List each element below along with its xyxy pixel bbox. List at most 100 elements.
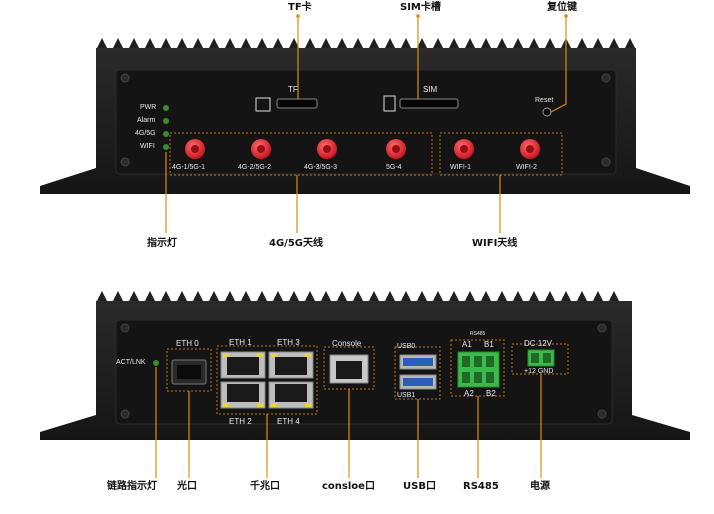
- heatsink-fin: [96, 38, 108, 50]
- heatsink-fin: [480, 291, 492, 303]
- screw-icon: [601, 157, 611, 167]
- heatsink-fin: [144, 291, 156, 303]
- led-alarm: [163, 118, 169, 124]
- heatsink-fin: [208, 291, 220, 303]
- heatsink-fin: [352, 38, 364, 50]
- reset-button[interactable]: [542, 107, 552, 117]
- antenna-label: 5G-4: [386, 164, 402, 171]
- screw-icon: [601, 73, 611, 83]
- callout-tf: TF卡: [288, 2, 312, 13]
- heatsink-fin: [192, 291, 204, 303]
- heatsink-fin: [112, 38, 124, 50]
- callout-lines-bottom: [155, 367, 542, 478]
- led-pwr: [163, 105, 169, 111]
- antenna-label: WIFI-1: [450, 164, 471, 171]
- console-port[interactable]: [329, 354, 369, 384]
- heatsink-fin: [144, 38, 156, 50]
- antenna-connector[interactable]: [454, 139, 474, 159]
- heatsink-fins-top: [96, 38, 636, 50]
- callout-link-led: 链路指示灯: [107, 481, 157, 492]
- heatsink-fin: [336, 38, 348, 50]
- led-label-4g5g: 4G/5G: [135, 130, 156, 137]
- heatsink-fin: [448, 291, 460, 303]
- rs485-terminal[interactable]: [457, 351, 500, 388]
- heatsink-fins-bottom: [96, 291, 620, 303]
- heatsink-fin: [544, 291, 556, 303]
- heatsink-fin: [368, 291, 380, 303]
- heatsink-fin: [368, 38, 380, 50]
- sim-slot[interactable]: [383, 95, 459, 112]
- antenna-connector[interactable]: [185, 139, 205, 159]
- led-4g5g: [163, 131, 169, 137]
- callout-power: 电源: [530, 481, 550, 492]
- eth1-port[interactable]: [220, 351, 266, 379]
- screw-icon: [597, 323, 607, 333]
- heatsink-fin: [384, 291, 396, 303]
- heatsink-fin: [464, 291, 476, 303]
- heatsink-fin: [320, 291, 332, 303]
- led-label-wifi: WIFI: [140, 143, 155, 150]
- callout-antenna-wifi: WIFI天线: [472, 238, 518, 249]
- heatsink-fin: [512, 291, 524, 303]
- heatsink-fin: [528, 291, 540, 303]
- heatsink-fin: [608, 291, 620, 303]
- heatsink-fin: [160, 291, 172, 303]
- heatsink-fin: [256, 38, 268, 50]
- tf-slot-opening[interactable]: [276, 98, 318, 109]
- heatsink-fin: [240, 291, 252, 303]
- heatsink-fin: [400, 38, 412, 50]
- heatsink-fin: [320, 38, 332, 50]
- antenna-connector[interactable]: [520, 139, 540, 159]
- heatsink-fin: [336, 291, 348, 303]
- heatsink-fin: [128, 38, 140, 50]
- sim-slot-opening[interactable]: [399, 98, 459, 109]
- callout-reset: 复位键: [547, 2, 577, 13]
- usb0-port[interactable]: [399, 354, 437, 370]
- heatsink-fin: [208, 38, 220, 50]
- tf-slot[interactable]: [255, 97, 318, 112]
- callout-antenna-4g5g: 4G/5G天线: [269, 238, 323, 249]
- heatsink-fin: [608, 38, 620, 50]
- heatsink-fin: [224, 38, 236, 50]
- callout-gigabit: 千兆口: [250, 481, 280, 492]
- power-terminal[interactable]: [527, 349, 555, 367]
- heatsink-fin: [176, 291, 188, 303]
- eth3-label: ETH 3: [277, 338, 300, 347]
- heatsink-fin: [96, 291, 108, 303]
- heatsink-fin: [432, 291, 444, 303]
- rs485-panel-label: RS485: [470, 331, 486, 337]
- heatsink-fin: [528, 38, 540, 50]
- console-label: Console: [332, 339, 362, 348]
- sim-label: SIM: [423, 85, 438, 94]
- callout-optical: 光口: [177, 481, 197, 492]
- heatsink-fin: [416, 291, 428, 303]
- optical-port-cavity: [177, 365, 201, 379]
- led-label-pwr: PWR: [140, 104, 157, 111]
- heatsink-fin: [576, 291, 588, 303]
- heatsink-fin: [496, 38, 508, 50]
- antenna-connector[interactable]: [386, 139, 406, 159]
- eth4-port[interactable]: [268, 381, 314, 409]
- heatsink-fin: [544, 38, 556, 50]
- antenna-connector[interactable]: [317, 139, 337, 159]
- heatsink-fin: [272, 38, 284, 50]
- b2-label: B2: [486, 389, 496, 398]
- antenna-connector[interactable]: [251, 139, 271, 159]
- usb1-port[interactable]: [399, 374, 437, 390]
- eth2-port[interactable]: [220, 381, 266, 409]
- heatsink-fin: [352, 291, 364, 303]
- act-lnk-label: ACT/LNK: [116, 359, 146, 366]
- callout-indicator: 指示灯: [147, 238, 177, 249]
- antenna-label: 4G-2/5G-2: [238, 164, 272, 171]
- a2-label: A2: [464, 389, 474, 398]
- heatsink-fin: [160, 38, 172, 50]
- heatsink-fin: [432, 38, 444, 50]
- heatsink-fin: [400, 291, 412, 303]
- heatsink-fin: [496, 291, 508, 303]
- heatsink-fin: [464, 38, 476, 50]
- screw-icon: [120, 73, 130, 83]
- eth3-port[interactable]: [268, 351, 314, 379]
- heatsink-fin: [272, 291, 284, 303]
- heatsink-fin: [288, 291, 300, 303]
- power-outline: [511, 343, 569, 375]
